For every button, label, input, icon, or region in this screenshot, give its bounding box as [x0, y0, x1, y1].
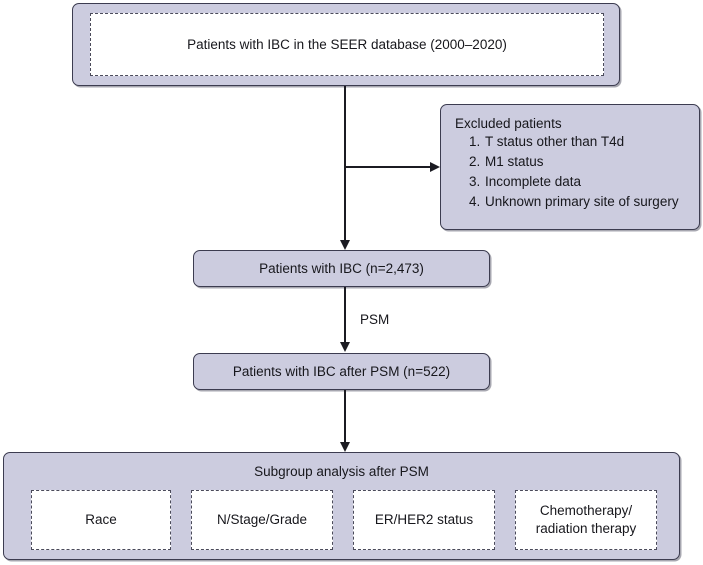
- excluded-patients-heading: Excluded patients: [455, 116, 562, 131]
- subgroup-item-n-stage-grade: N/Stage/Grade: [191, 490, 333, 550]
- cohort-box-label: Patients with IBC (n=2,473): [259, 260, 424, 276]
- subgroup-item-label: N/Stage/Grade: [216, 512, 308, 528]
- connector-source-to-cohort-arrowhead: [339, 240, 350, 250]
- list-item: M1 status: [469, 152, 544, 172]
- source-panel-label: Patients with IBC in the SEER database (…: [187, 36, 507, 52]
- cohort-box: Patients with IBC (n=2,473): [193, 250, 490, 287]
- subgroup-item-label: Race: [85, 512, 117, 528]
- subgroup-item-race: Race: [31, 490, 171, 550]
- subgroup-item-label: ER/HER2 status: [374, 512, 474, 528]
- connector-source-to-cohort-line: [344, 86, 346, 241]
- connector-cohort-to-psm-line: [344, 287, 346, 343]
- subgroup-item-er-her2-status: ER/HER2 status: [353, 490, 495, 550]
- connector-to-excluded-line: [345, 166, 432, 168]
- subgroup-item-label: Chemotherapy/ radiation therapy: [535, 503, 637, 536]
- cohort-after-psm-box: Patients with IBC after PSM (n=522): [193, 353, 490, 390]
- list-item: Unknown primary site of surgery: [469, 192, 679, 212]
- connector-cohort-to-psm-arrowhead: [339, 342, 350, 352]
- source-panel: Patients with IBC in the SEER database (…: [72, 3, 620, 86]
- subgroup-panel-title: Subgroup analysis after PSM: [254, 464, 429, 479]
- subgroup-item-chemotherapy-radiation: Chemotherapy/ radiation therapy: [515, 490, 657, 550]
- list-item: Incomplete data: [469, 172, 582, 192]
- psm-edge-label: PSM: [360, 312, 390, 327]
- cohort-after-psm-label: Patients with IBC after PSM (n=522): [232, 363, 451, 379]
- source-panel-inner-box: Patients with IBC in the SEER database (…: [90, 13, 604, 76]
- connector-to-excluded-arrowhead: [430, 161, 440, 172]
- connector-psm-to-subgroup-arrowhead: [339, 442, 350, 452]
- excluded-patients-list: T status other than T4d M1 status Incomp…: [455, 132, 685, 211]
- excluded-patients-box: Excluded patients T status other than T4…: [440, 104, 700, 230]
- subgroup-analysis-panel: Subgroup analysis after PSM Race N/Stage…: [3, 452, 680, 560]
- list-item: T status other than T4d: [469, 132, 625, 152]
- connector-psm-to-subgroup-line: [344, 390, 346, 443]
